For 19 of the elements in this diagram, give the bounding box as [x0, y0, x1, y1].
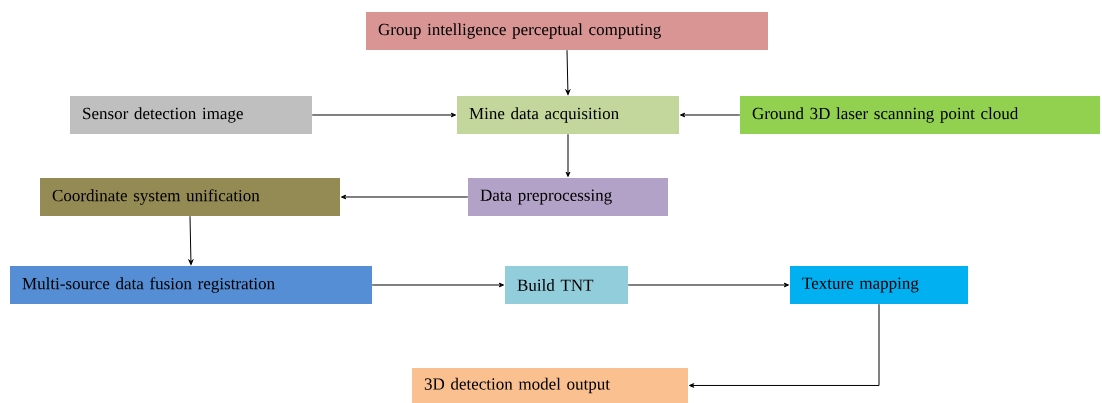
process-box: Mine data acquisition — [457, 96, 679, 134]
process-box: Build TNT — [505, 266, 628, 304]
arrow — [680, 112, 741, 118]
arrow — [689, 303, 880, 388]
process-box: Sensor detection image — [70, 96, 312, 134]
process-box: Multi-source data fusion registration — [10, 266, 372, 304]
arrow — [188, 215, 194, 265]
process-box: 3D detection model output — [412, 368, 688, 403]
arrow — [311, 112, 457, 118]
arrow — [341, 194, 469, 200]
process-box: Ground 3D laser scanning point cloud — [740, 96, 1100, 134]
arrow — [565, 49, 571, 95]
process-box: Coordinate system unification — [40, 178, 340, 216]
process-box: Group intelligence perceptual computing — [366, 12, 768, 50]
arrow — [627, 282, 790, 288]
process-box: Data preprocessing — [468, 178, 668, 216]
arrow — [565, 133, 571, 177]
arrow — [371, 282, 505, 288]
process-box: Texture mapping — [790, 266, 968, 304]
